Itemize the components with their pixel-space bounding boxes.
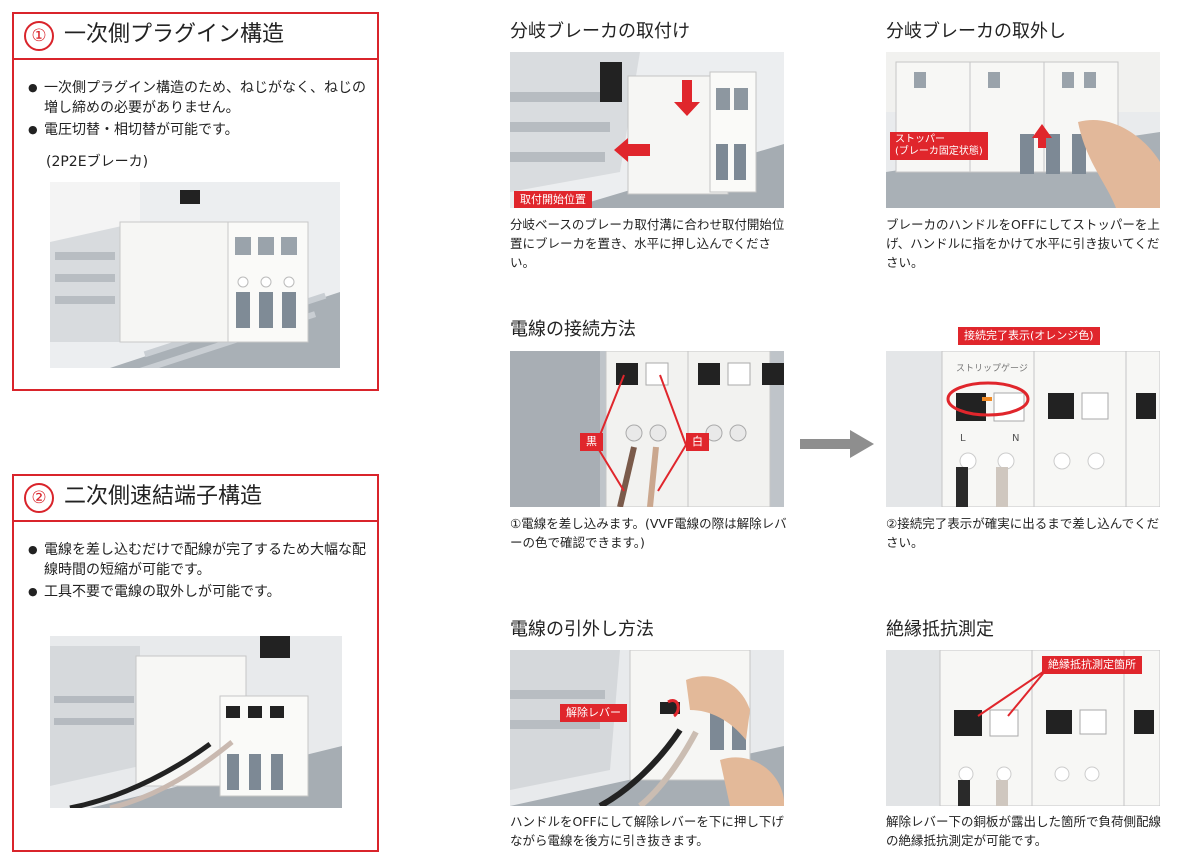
install-start-label: 取付開始位置 xyxy=(514,191,592,208)
panel-1-note: (2P2Eブレーカ) xyxy=(46,154,149,170)
black-wire-label: 黒 xyxy=(580,433,603,451)
connect-photo: 黒 白 xyxy=(510,351,784,507)
remove-caption: ブレーカのハンドルをOFFにしてストッパーを上げ、ハンドルに指をかけて水平に引き… xyxy=(886,217,1160,270)
terminal-label-N: N xyxy=(1012,433,1020,444)
quick-terminal-photo xyxy=(50,636,342,808)
panel-1-header: ① 一次側プラグイン構造 xyxy=(14,14,377,60)
install-caption: 分岐ベースのブレーカ取付溝に合わせ取付開始位置にブレーカを置き、水平に押し込んで… xyxy=(510,217,785,270)
install-title: 分岐ブレーカの取付け xyxy=(510,21,690,42)
pull-title: 電線の引外し方法 xyxy=(510,619,654,640)
panel-2-title: 二次側速結端子構造 xyxy=(64,484,263,509)
panel-2-bullet: 電線を差し込むだけで配線が完了するため大幅な配線時間の短縮が可能です。 xyxy=(28,540,368,580)
feature-panel-1: ① 一次側プラグイン構造 一次側プラグイン構造のため、ねじがなく、ねじの増し締め… xyxy=(12,12,379,391)
connection-complete-label: 接続完了表示(オレンジ色) xyxy=(958,327,1100,345)
panel-1-bullet: 一次側プラグイン構造のため、ねじがなく、ねじの増し締めの必要がありません。 xyxy=(28,78,368,118)
connect-caption: ①電線を差し込みます。(VVF電線の際は解除レバーの色で確認できます。) xyxy=(510,516,787,550)
stopper-label-line2: (ブレーカ固定状態) xyxy=(895,146,983,157)
insulation-title: 絶縁抵抗測定 xyxy=(886,619,994,640)
connect-title: 電線の接続方法 xyxy=(510,319,636,340)
insulation-point-label: 絶縁抵抗測定箇所 xyxy=(1042,656,1142,674)
connect-illustration xyxy=(510,351,784,507)
quick-terminal-illustration xyxy=(50,636,342,808)
release-lever-label: 解除レバー xyxy=(560,704,627,722)
insulation-photo: 絶縁抵抗測定箇所 xyxy=(886,650,1160,806)
plugin-structure-photo xyxy=(50,182,340,368)
strip-gauge-text: ストリップゲージ xyxy=(956,364,1028,374)
panel-1-title: 一次側プラグイン構造 xyxy=(64,22,285,47)
connect-complete-illustration xyxy=(886,351,1160,507)
stopper-label: ストッパー (ブレーカ固定状態) xyxy=(890,132,988,160)
panel-1-number: ① xyxy=(24,21,54,51)
panel-2-bullet: 工具不要で電線の取外しが可能です。 xyxy=(28,582,368,602)
remove-title: 分岐ブレーカの取外し xyxy=(886,21,1066,42)
insulation-caption: 解除レバー下の銅板が露出した箇所で負荷側配線の絶縁抵抗測定が可能です。 xyxy=(886,814,1162,848)
panel-1-bullet: 電圧切替・相切替が可能です。 xyxy=(28,120,368,140)
terminal-label-L: L xyxy=(960,433,966,444)
connect-complete-photo: L N ストリップゲージ xyxy=(886,351,1160,507)
insulation-illustration xyxy=(886,650,1160,806)
panel-2-header: ② 二次側速結端子構造 xyxy=(14,476,377,522)
install-illustration xyxy=(510,52,784,208)
feature-panel-2: ② 二次側速結端子構造 電線を差し込むだけで配線が完了するため大幅な配線時間の短… xyxy=(12,474,379,852)
plugin-structure-illustration xyxy=(50,182,340,368)
connect-complete-caption: ②接続完了表示が確実に出るまで差し込んでください。 xyxy=(886,516,1160,550)
remove-photo: ストッパー (ブレーカ固定状態) xyxy=(886,52,1160,208)
pull-photo: 解除レバー xyxy=(510,650,784,806)
right-arrow-icon xyxy=(800,430,874,462)
stopper-label-line1: ストッパー xyxy=(895,134,945,145)
remove-illustration xyxy=(886,52,1160,208)
white-wire-label: 白 xyxy=(686,433,709,451)
panel-1-bullets: 一次側プラグイン構造のため、ねじがなく、ねじの増し締めの必要がありません。 電圧… xyxy=(28,78,368,142)
panel-2-bullets: 電線を差し込むだけで配線が完了するため大幅な配線時間の短縮が可能です。 工具不要… xyxy=(28,540,368,604)
pull-illustration xyxy=(510,650,784,806)
install-photo: 取付開始位置 xyxy=(510,52,784,208)
panel-2-number: ② xyxy=(24,483,54,513)
pull-caption: ハンドルをOFFにして解除レバーを下に押し下げながら電線を後方に引き抜きます。 xyxy=(510,814,784,848)
